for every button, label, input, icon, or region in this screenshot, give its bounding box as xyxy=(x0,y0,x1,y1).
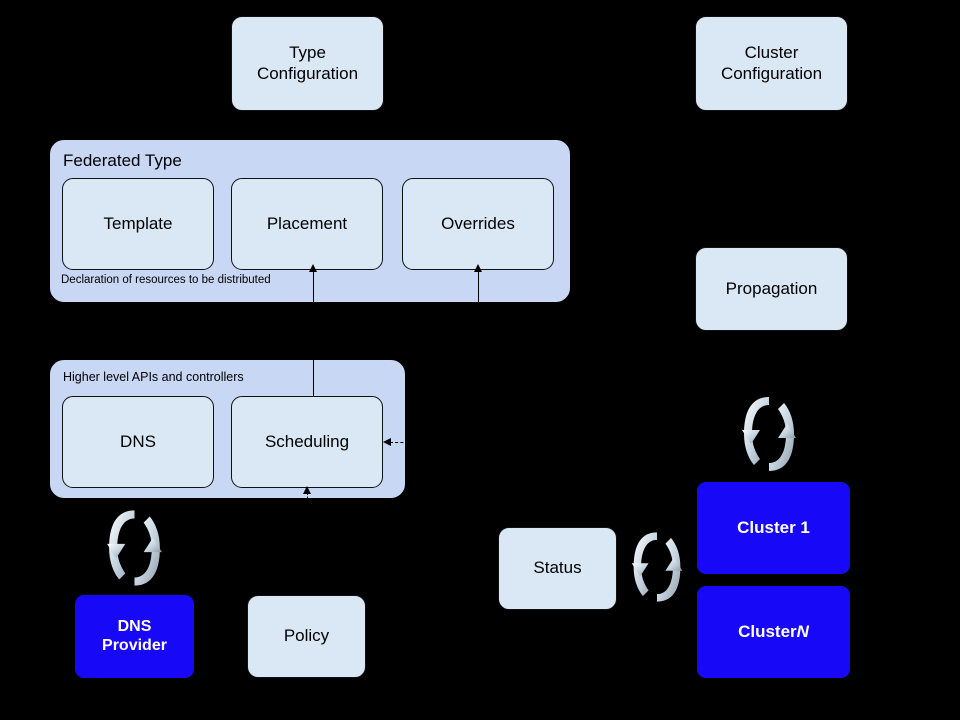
connector-scheduling-to-placement xyxy=(313,270,314,396)
node-dns[interactable]: DNS xyxy=(62,396,214,488)
node-scheduling-label: Scheduling xyxy=(264,431,350,451)
node-template-label: Template xyxy=(103,213,173,233)
node-propagation[interactable]: Propagation xyxy=(695,247,848,331)
connector-into-scheduling-right-arrowhead xyxy=(383,437,391,446)
group-federated-type-title: Federated Type xyxy=(63,151,182,170)
node-cluster-n-label-prefix: Cluster xyxy=(738,621,797,641)
node-type-configuration-label: Type Configuration xyxy=(256,43,359,83)
connector-overrides-inbound-arrowhead xyxy=(473,264,482,272)
group-federated-type-caption: Declaration of resources to be distribut… xyxy=(61,274,271,286)
node-propagation-label: Propagation xyxy=(725,278,818,298)
connector-into-scheduling-bottom xyxy=(307,492,308,504)
node-scheduling[interactable]: Scheduling xyxy=(231,396,383,488)
sync-status-icon xyxy=(628,527,686,607)
connector-into-scheduling-right xyxy=(390,442,424,443)
node-policy-label: Policy xyxy=(283,626,330,646)
node-template[interactable]: Template xyxy=(62,178,214,270)
node-overrides-label: Overrides xyxy=(441,213,515,233)
node-dns-label: DNS xyxy=(120,431,156,451)
sync-dns-icon xyxy=(103,505,166,591)
node-cluster-n[interactable]: Cluster N xyxy=(697,586,850,678)
node-dns-provider-label: DNS Provider xyxy=(102,617,167,654)
connector-overrides-inbound xyxy=(478,270,479,302)
node-cluster-1-label: Cluster 1 xyxy=(737,517,810,537)
sync-cluster-icon xyxy=(738,392,800,476)
node-placement[interactable]: Placement xyxy=(231,178,383,270)
node-cluster-configuration[interactable]: Cluster Configuration xyxy=(695,16,848,111)
group-higher-level-apis-title: Higher level APIs and controllers xyxy=(63,370,244,384)
connector-into-scheduling-bottom-arrowhead xyxy=(302,486,311,494)
node-cluster-1[interactable]: Cluster 1 xyxy=(697,482,850,574)
node-cluster-n-label-suffix: N xyxy=(796,621,809,641)
node-status[interactable]: Status xyxy=(498,527,617,610)
node-status-label: Status xyxy=(533,558,582,578)
connector-scheduling-to-placement-arrowhead xyxy=(308,264,317,272)
node-policy[interactable]: Policy xyxy=(247,595,366,678)
node-type-configuration[interactable]: Type Configuration xyxy=(231,16,384,111)
node-overrides[interactable]: Overrides xyxy=(402,178,554,270)
node-dns-provider[interactable]: DNS Provider xyxy=(75,595,194,678)
node-placement-label: Placement xyxy=(266,213,348,233)
node-cluster-configuration-label: Cluster Configuration xyxy=(720,43,823,83)
